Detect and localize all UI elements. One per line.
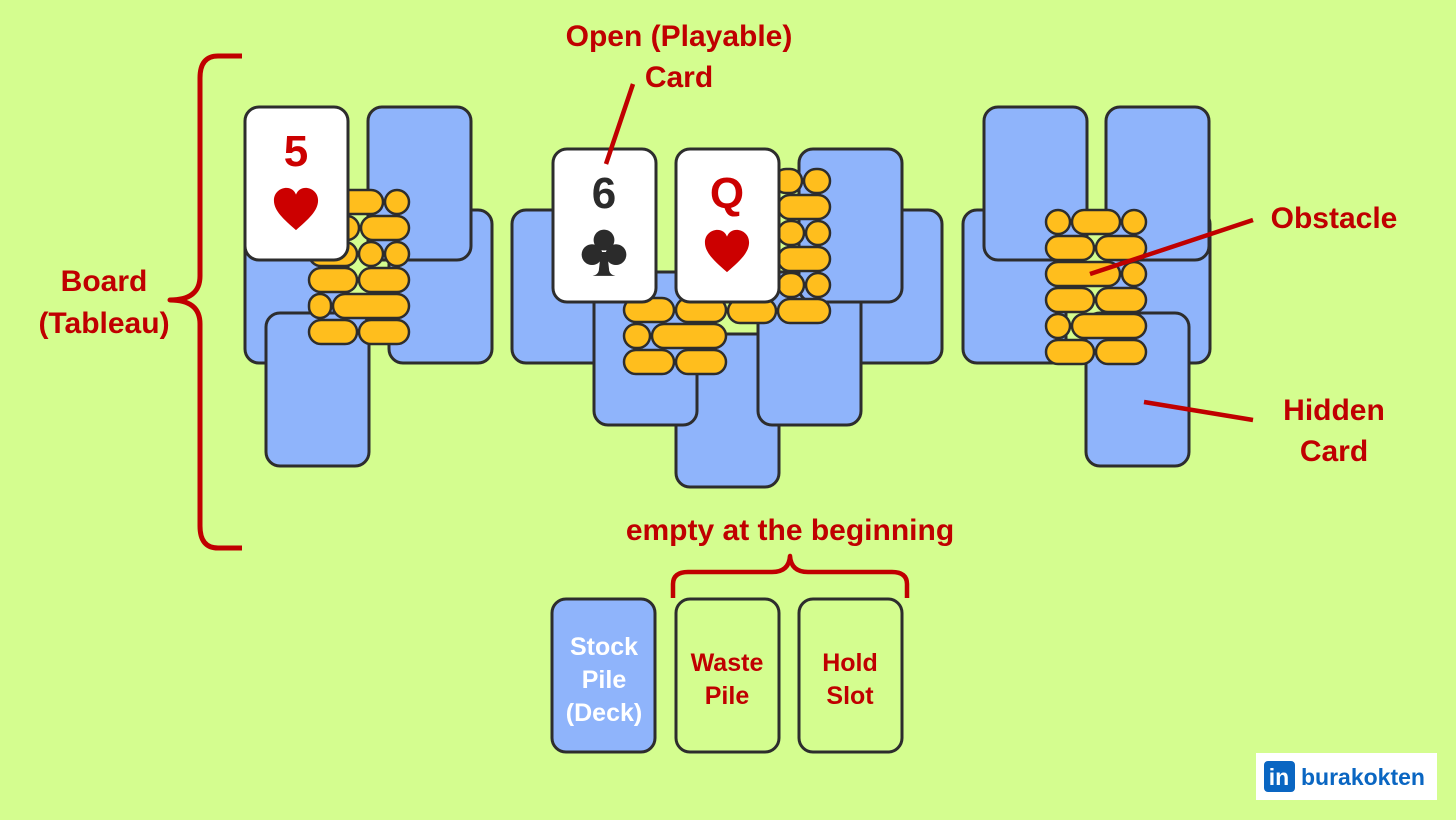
empty-note: empty at the beginning: [626, 514, 954, 547]
linkedin-watermark[interactable]: in burakokten: [1256, 753, 1437, 800]
waste-pile-line1: Waste: [691, 649, 764, 677]
hold-slot-line2: Slot: [826, 682, 874, 710]
right-pile: [961, 105, 1212, 468]
open-card[interactable]: 5: [243, 105, 350, 262]
obstacle-blocks: [1044, 208, 1148, 366]
stock-pile-line3: (Deck): [566, 699, 642, 727]
open-card-label-line1: Open (Playable): [566, 20, 793, 53]
middle-pile: 6 Q: [510, 147, 944, 489]
hidden-card-label: Hidden Card: [1283, 394, 1385, 468]
obstacle-blocks: [622, 167, 832, 376]
board-label-line2: (Tableau): [38, 307, 169, 340]
stock-pile-line1: Stock: [570, 633, 638, 661]
board-label: Board (Tableau): [38, 265, 169, 340]
hidden-card-label-line2: Card: [1300, 435, 1368, 468]
empty-note-brace: [670, 553, 910, 598]
left-pile: 5: [243, 105, 494, 468]
obstacle-pointer: [1089, 217, 1254, 277]
hold-slot-line1: Hold: [822, 649, 878, 677]
stock-pile-line2: Pile: [582, 666, 627, 694]
linkedin-logo-text: in: [1269, 764, 1289, 790]
card-rank: 5: [284, 127, 308, 176]
open-card[interactable]: Q: [674, 147, 781, 304]
linkedin-logo-icon: [1264, 761, 1295, 792]
open-card[interactable]: 6: [551, 147, 658, 304]
card-rank: 6: [592, 169, 616, 218]
hidden-card-label-line1: Hidden: [1283, 394, 1385, 427]
hidden-card-pointer: [1143, 399, 1254, 423]
hold-slot[interactable]: Hold Slot: [797, 597, 904, 754]
open-card-label-line2: Card: [645, 61, 713, 94]
open-card-pointer: [603, 83, 636, 165]
board-label-line1: Board: [61, 265, 148, 298]
linkedin-handle: burakokten: [1301, 764, 1425, 790]
waste-pile[interactable]: Waste Pile: [674, 597, 781, 754]
obstacle-label: Obstacle: [1271, 202, 1398, 235]
stock-pile[interactable]: Stock Pile (Deck): [550, 597, 657, 754]
open-card-label: Open (Playable) Card: [566, 20, 793, 94]
waste-pile-line2: Pile: [705, 682, 750, 710]
board-brace: [167, 53, 242, 551]
card-rank: Q: [710, 169, 744, 218]
